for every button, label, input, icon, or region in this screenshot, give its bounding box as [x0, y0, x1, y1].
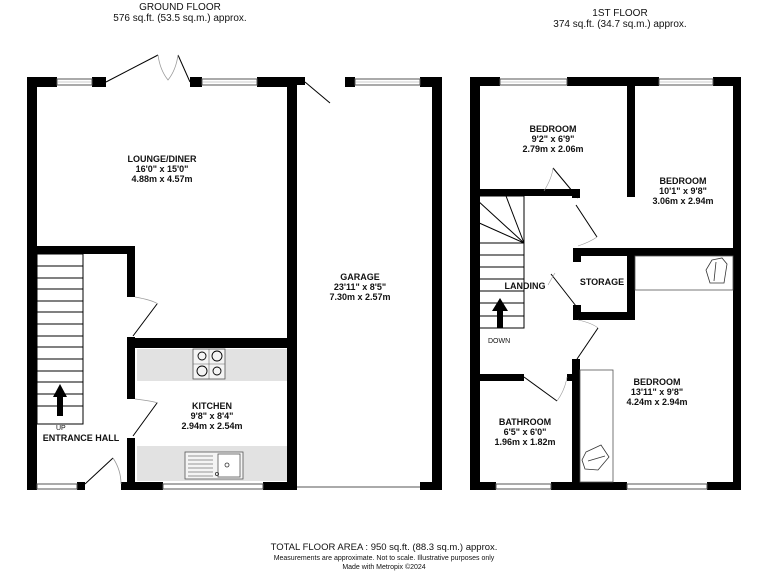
room-name: GARAGE — [340, 272, 380, 282]
room-imperial: 10'1" x 9'8" — [659, 186, 707, 196]
room-name: BEDROOM — [633, 377, 681, 387]
french-doors — [105, 54, 331, 104]
footer: TOTAL FLOOR AREA : 950 sq.ft. (88.3 sq.m… — [0, 542, 768, 572]
wardrobe-shirt-icon — [705, 257, 728, 284]
room-label-bedroom-3: BEDROOM 13'11" x 9'8" 4.24m x 2.94m — [626, 377, 687, 407]
stairs-arrow-icon — [492, 298, 508, 328]
room-label-garage: GARAGE 23'11" x 8'5" 7.30m x 2.57m — [329, 272, 390, 302]
room-name: LOUNGE/DINER — [127, 154, 197, 164]
room-name: ENTRANCE HALL — [42, 433, 120, 443]
ground-floor-title: GROUND FLOOR 576 sq.ft. (53.5 sq.m.) app… — [60, 2, 300, 24]
hob-icon — [192, 348, 226, 380]
first-floor-plan — [470, 77, 741, 490]
stairs-up-label: UP — [56, 425, 66, 432]
landing-doors — [543, 167, 599, 360]
first-floor-name: 1ST FLOOR — [592, 8, 648, 19]
room-name: BEDROOM — [659, 176, 707, 186]
room-imperial: 9'2" x 6'9" — [531, 134, 575, 144]
room-metric: 2.94m x 2.54m — [181, 421, 243, 431]
room-imperial: 6'5" x 6'0" — [503, 427, 547, 437]
room-name: KITCHEN — [191, 401, 232, 411]
room-name: STORAGE — [579, 277, 625, 287]
room-imperial: 23'11" x 8'5" — [333, 282, 387, 292]
room-label-entrance-hall: ENTRANCE HALL — [43, 433, 120, 443]
total-floor-area: TOTAL FLOOR AREA : 950 sq.ft. (88.3 sq.m… — [270, 542, 498, 553]
bathroom-door — [523, 376, 568, 402]
room-label-kitchen: KITCHEN 9'8" x 8'4" 2.94m x 2.54m — [181, 401, 242, 431]
wardrobe-shirt-icon — [581, 444, 610, 471]
credit: Made with Metropix ©2024 — [342, 564, 426, 571]
room-metric: 7.30m x 2.57m — [329, 292, 391, 302]
room-label-bedroom-1: BEDROOM 9'2" x 6'9" 2.79m x 2.06m — [522, 124, 583, 154]
ground-floor-plan — [27, 54, 442, 490]
ground-floor-name: GROUND FLOOR — [139, 2, 221, 13]
room-metric: 4.88m x 4.57m — [131, 174, 193, 184]
stairs-up-arrow-icon — [53, 384, 67, 416]
room-imperial: 13'11" x 9'8" — [630, 387, 684, 397]
room-label-bedroom-2: BEDROOM 10'1" x 9'8" 3.06m x 2.94m — [652, 176, 713, 206]
room-label-bathroom: BATHROOM 6'5" x 6'0" 1.96m x 1.82m — [494, 417, 555, 447]
sink-icon — [184, 451, 244, 480]
room-name: LANDING — [504, 281, 546, 291]
stairs-down-label: DOWN — [488, 338, 511, 345]
room-name: BATHROOM — [498, 417, 552, 427]
room-metric: 1.96m x 1.82m — [494, 437, 556, 447]
room-metric: 4.24m x 2.94m — [626, 397, 688, 407]
room-imperial: 9'8" x 8'4" — [190, 411, 234, 421]
room-label-landing: LANDING — [505, 281, 546, 291]
first-floor-title: 1ST FLOOR 374 sq.ft. (34.7 sq.m.) approx… — [520, 8, 720, 30]
ground-stairs — [36, 253, 84, 425]
room-name: BEDROOM — [529, 124, 577, 134]
room-label-lounge-diner: LOUNGE/DINER 16'0" x 15'0" 4.88m x 4.57m — [127, 154, 196, 184]
room-imperial: 16'0" x 15'0" — [135, 164, 189, 174]
first-floor-area: 374 sq.ft. (34.7 sq.m.) approx. — [553, 19, 687, 30]
ground-floor-area: 576 sq.ft. (53.5 sq.m.) approx. — [113, 13, 247, 24]
hall-doors — [84, 296, 159, 485]
room-metric: 2.79m x 2.06m — [522, 144, 584, 154]
room-metric: 3.06m x 2.94m — [652, 196, 714, 206]
disclaimer: Measurements are approximate. Not to sca… — [273, 555, 495, 562]
room-label-storage: STORAGE — [580, 277, 624, 287]
